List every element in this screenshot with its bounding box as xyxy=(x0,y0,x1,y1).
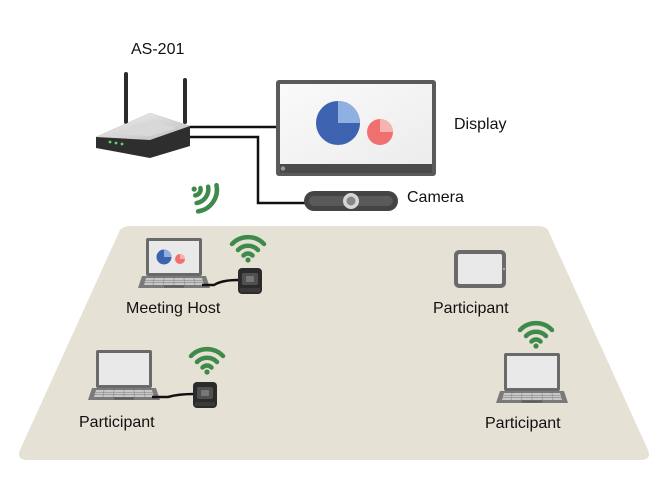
display-monitor xyxy=(276,80,436,176)
cable-router-display xyxy=(190,125,305,205)
pie-chart-icon xyxy=(156,249,185,265)
label-participant-tablet: Participant xyxy=(433,300,509,317)
cable-host-dongle xyxy=(202,278,239,287)
laptop-participant-right xyxy=(495,352,569,404)
cable-participant-dongle xyxy=(152,392,195,399)
label-participant-left: Participant xyxy=(79,414,155,431)
usb-dongle-icon xyxy=(238,268,262,294)
label-as-201: AS-201 xyxy=(131,41,184,58)
usb-dongle-icon xyxy=(193,382,217,408)
laptop-meeting-host xyxy=(137,237,211,289)
wifi-icon xyxy=(183,175,222,216)
label-camera: Camera xyxy=(407,189,464,206)
laptop-participant-left xyxy=(87,349,161,401)
pie-chart-icon xyxy=(316,101,393,145)
label-meeting-host: Meeting Host xyxy=(126,300,221,317)
label-display: Display xyxy=(454,116,506,133)
label-participant-right: Participant xyxy=(485,415,561,432)
router-icon xyxy=(96,72,190,158)
tablet-icon xyxy=(454,250,506,288)
webcam-icon xyxy=(304,191,398,211)
